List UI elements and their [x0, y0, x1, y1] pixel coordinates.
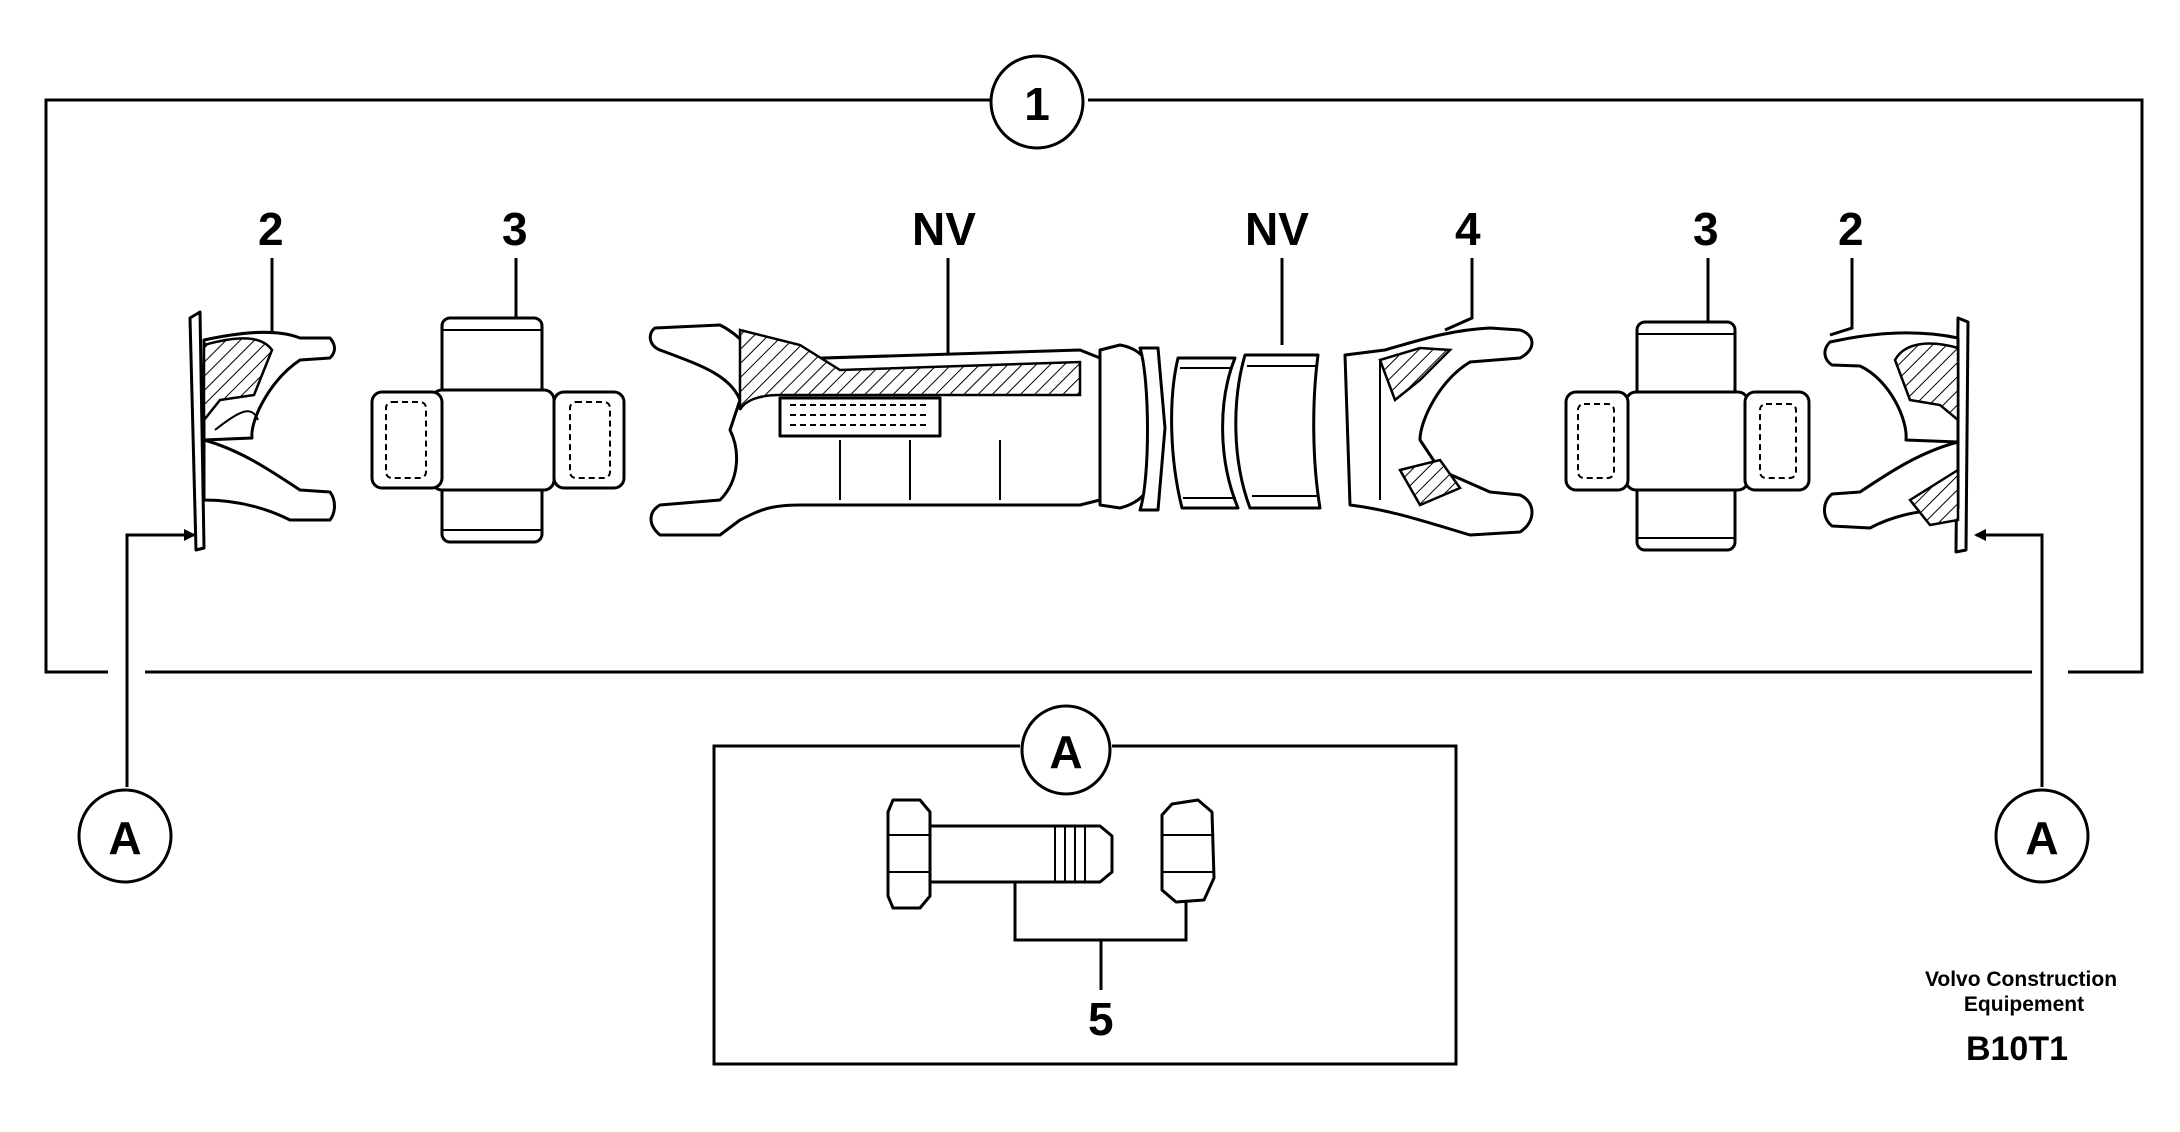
spider-right [1564, 320, 1811, 552]
callout-a-detail: A [1020, 704, 1112, 796]
flange-yoke-left [188, 310, 336, 552]
slip-shaft [648, 323, 1167, 537]
label-2-left: 2 [258, 203, 284, 255]
callout-1-label: 1 [1024, 78, 1050, 130]
label-3-right: 3 [1693, 203, 1719, 255]
callout-a-left-label: A [108, 812, 141, 864]
leader-lines [270, 258, 1854, 370]
detail-a-frame [712, 744, 1458, 1066]
brand-line-2: Equipement [1964, 993, 2084, 1016]
assembly-frame [44, 98, 2144, 674]
label-nv-right: NV [1245, 203, 1309, 255]
spider-left [370, 316, 626, 544]
callout-a-right-label: A [2025, 812, 2058, 864]
figure-code: B10T1 [1966, 1030, 2068, 1068]
callout-a-left: A [77, 788, 173, 884]
label-nv-left: NV [912, 203, 976, 255]
label-2-right: 2 [1838, 203, 1864, 255]
bolt-kit-bracket [1013, 882, 1188, 990]
label-3-left: 3 [502, 203, 528, 255]
label-5: 5 [1088, 993, 1114, 1045]
label-4: 4 [1455, 203, 1481, 255]
brand-line-1: Volvo Construction [1925, 968, 2117, 991]
callout-1: 1 [989, 54, 1085, 150]
arrow-a-left [125, 529, 196, 787]
slip-yoke [1343, 326, 1534, 537]
flange-yoke-right [1823, 316, 1970, 554]
callout-a-detail-label: A [1049, 726, 1082, 778]
arrow-a-right [1974, 529, 2044, 787]
bolt [886, 798, 1114, 910]
callout-a-right: A [1994, 788, 2090, 884]
nut [1160, 798, 1216, 904]
sleeves [1170, 353, 1322, 510]
